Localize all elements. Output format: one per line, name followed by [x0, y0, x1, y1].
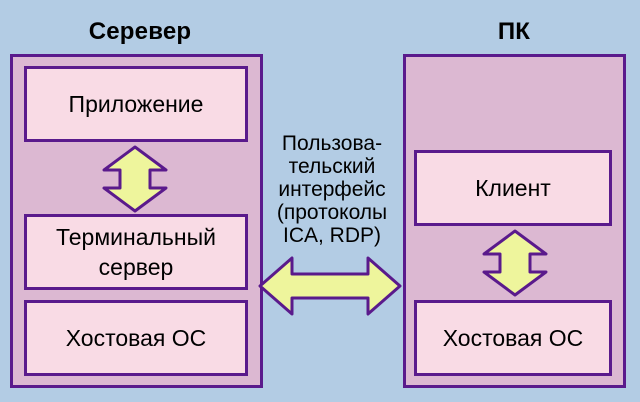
interface-horizontal-double-arrow	[258, 256, 402, 316]
interface-label: Пользова- тельский интерфейс (протоколы …	[276, 132, 388, 247]
pc-host-os-block: Хостовая ОС	[414, 300, 612, 376]
server-terminal-server-block: Терминальный сервер	[24, 214, 248, 290]
server-title: Серевер	[88, 18, 192, 45]
pc-title: ПК	[497, 18, 531, 45]
pc-client-block: Клиент	[414, 150, 612, 226]
server-vertical-double-arrow	[102, 145, 168, 213]
server-application-block: Приложение	[24, 66, 248, 142]
server-host-os-block: Хостовая ОС	[24, 300, 248, 376]
pc-vertical-double-arrow	[482, 229, 548, 297]
